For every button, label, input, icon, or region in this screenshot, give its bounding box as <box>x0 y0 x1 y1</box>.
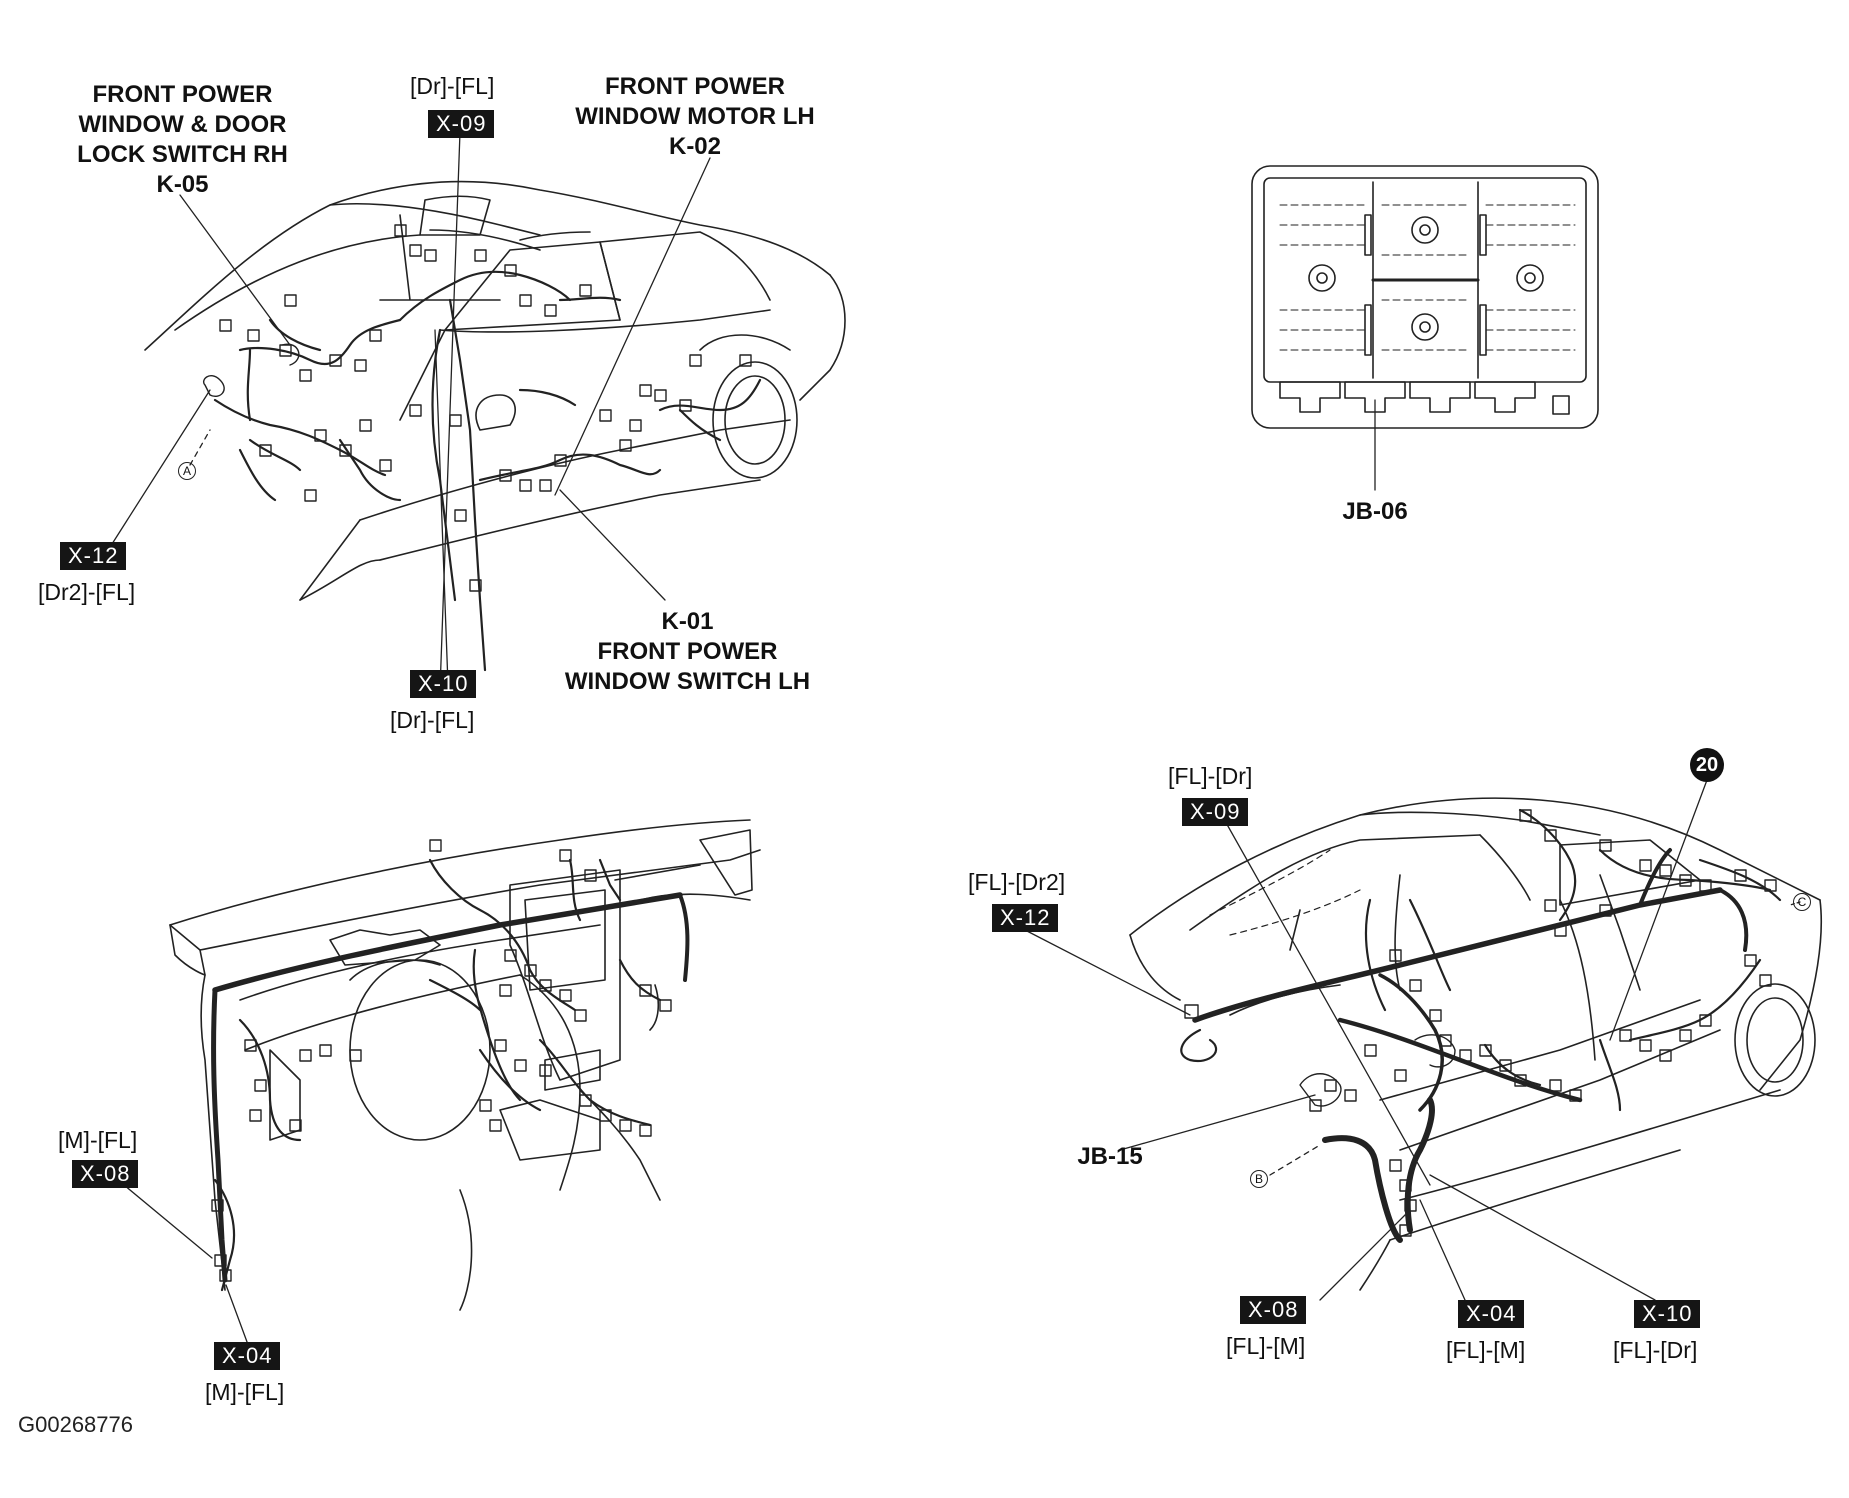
reference-number-badge: 20 <box>1690 748 1724 782</box>
marker-a: A <box>178 462 196 480</box>
label-connector-id: K-05 <box>156 171 209 198</box>
connector-x04-dash-tag: X-04 <box>214 1342 281 1370</box>
front-door-leader-lines <box>104 131 711 691</box>
label-line: FRONT POWER <box>92 81 273 108</box>
figure-id: G00268776 <box>18 1412 133 1437</box>
marker-b: B <box>1250 1170 1268 1188</box>
label-junction-block-jb06: JB-06 <box>1342 498 1408 525</box>
connector-x10-floor-wiring: [FL]-[Dr] <box>1613 1337 1698 1363</box>
connector-x09-top-tag: X-09 <box>428 110 495 138</box>
connector-x09-floor-tag: X-09 <box>1182 798 1249 826</box>
connector-x09-floor-wiring: [FL]-[Dr] <box>1168 763 1253 789</box>
label-line: WINDOW & DOOR <box>78 111 287 138</box>
label-front-power-window-door-lock-switch-rh: FRONT POWER WINDOW & DOOR LOCK SWITCH RH… <box>55 80 310 200</box>
label-line: WINDOW MOTOR LH <box>575 103 815 130</box>
connector-x12-top-tag: X-12 <box>60 542 127 570</box>
connector-x09-top-wiring: [Dr]-[FL] <box>410 73 495 99</box>
connector-x12-top-wiring: [Dr2]-[FL] <box>38 579 136 605</box>
label-line: FRONT POWER <box>597 638 778 665</box>
connector-x10-top-tag: X-10 <box>410 670 477 698</box>
label-front-power-window-motor-lh: FRONT POWER WINDOW MOTOR LH K-02 <box>560 72 830 162</box>
front-door-connectors <box>203 224 752 592</box>
floor-connectors <box>1184 809 1777 1237</box>
connector-x10-top-wiring: [Dr]-[FL] <box>390 707 475 733</box>
connector-x12-floor-wiring: [FL]-[Dr2] <box>968 869 1066 895</box>
label-line: WINDOW SWITCH LH <box>564 668 811 695</box>
junction-block-jb06-drawing <box>1251 165 1599 491</box>
connector-x04-dash-wiring: [M]-[FL] <box>205 1379 285 1405</box>
dashboard-harness <box>211 858 690 1292</box>
label-junction-block-jb15: JB-15 <box>1077 1143 1143 1170</box>
front-door-harness <box>213 270 762 672</box>
label-connector-id: K-02 <box>668 133 722 160</box>
label-front-power-window-switch-lh: K-01 FRONT POWER WINDOW SWITCH LH <box>545 607 830 697</box>
label-line: LOCK SWITCH RH <box>77 141 288 168</box>
label-connector-id: K-01 <box>661 608 714 635</box>
floor-car-dashed-glass <box>1209 849 1361 936</box>
label-line: FRONT POWER <box>605 73 785 100</box>
connector-x04-floor-wiring: [FL]-[M] <box>1446 1337 1526 1363</box>
front-door-car-drawing <box>144 180 846 601</box>
connector-x04-floor-tag: X-04 <box>1458 1300 1525 1328</box>
dashboard-leader-lines <box>117 1179 251 1351</box>
floor-leader-lines <box>1024 779 1801 1301</box>
connector-x08-dash-wiring: [M]-[FL] <box>58 1127 138 1153</box>
connector-x12-floor-tag: X-12 <box>992 904 1059 932</box>
marker-c: C <box>1793 893 1811 911</box>
connector-x08-dash-tag: X-08 <box>72 1160 139 1188</box>
dashboard-connectors <box>211 839 672 1282</box>
dashboard-drawing <box>169 819 761 1311</box>
connector-x08-floor-wiring: [FL]-[M] <box>1226 1333 1306 1359</box>
floor-car-drawing <box>1129 797 1823 1291</box>
connector-x08-floor-tag: X-08 <box>1240 1296 1307 1324</box>
connector-x10-floor-tag: X-10 <box>1634 1300 1701 1328</box>
